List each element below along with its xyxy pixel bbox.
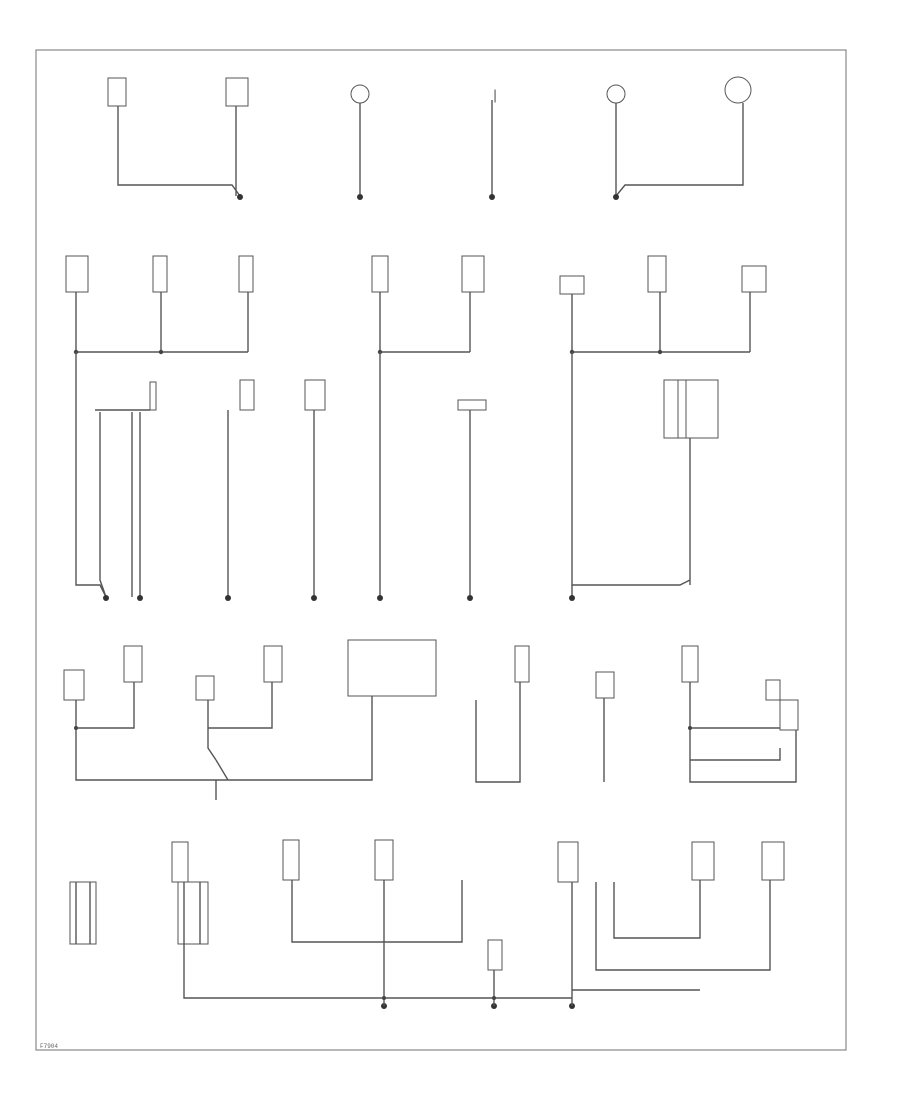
- component-box: [123, 645, 143, 683]
- component-box: [779, 699, 799, 731]
- component-box: [107, 77, 127, 107]
- component-box: [514, 645, 530, 683]
- component-box: [282, 839, 300, 881]
- component-box: [304, 379, 326, 411]
- ground-point: [237, 194, 243, 200]
- component-box: [69, 881, 97, 945]
- diagram-frame: [35, 49, 847, 1051]
- component-box: [691, 841, 715, 881]
- component-box: [765, 679, 781, 701]
- ground-point: [489, 194, 495, 200]
- lamp-symbol: [606, 84, 626, 104]
- component-box: [238, 255, 254, 293]
- component-box: [487, 939, 503, 971]
- ground-point: [377, 595, 383, 601]
- component-box: [595, 671, 615, 699]
- component-box: [177, 881, 209, 945]
- ground-point: [467, 595, 473, 601]
- ground-point: [311, 595, 317, 601]
- component-box: [374, 839, 394, 881]
- ground-point: [225, 595, 231, 601]
- ground-group-row-3: [63, 639, 799, 800]
- ground-point: [613, 194, 619, 200]
- component-box: [681, 645, 699, 683]
- component-box: [557, 841, 579, 883]
- lamp-symbol: [724, 76, 752, 104]
- component-box: [371, 255, 389, 293]
- component-box: [461, 255, 485, 293]
- component-box: [149, 381, 157, 411]
- component-box: [263, 645, 283, 683]
- ground-group-row-4: [69, 839, 785, 1009]
- lamp-symbol: [350, 84, 370, 104]
- component-box: [457, 399, 487, 411]
- ground-point: [103, 595, 109, 601]
- component-box: [65, 255, 89, 293]
- ground-point: [357, 194, 363, 200]
- ground-group-row-2: [65, 255, 767, 601]
- component-box: [663, 379, 687, 439]
- component-box: [741, 265, 767, 293]
- component-box: [761, 841, 785, 881]
- component-box: [225, 77, 249, 107]
- component-box: [647, 255, 667, 293]
- component-box: [152, 255, 168, 293]
- component-box: [559, 275, 585, 295]
- figure-code: F7904: [40, 1043, 59, 1050]
- ground-group-row-1: [107, 76, 752, 200]
- component-box: [63, 669, 85, 701]
- component-box: [171, 841, 189, 883]
- component-box: [239, 379, 255, 411]
- ground-point: [137, 595, 143, 601]
- component-box: [347, 639, 437, 697]
- ground-point: [569, 595, 575, 601]
- component-box: [195, 675, 215, 701]
- component-box: [677, 379, 719, 439]
